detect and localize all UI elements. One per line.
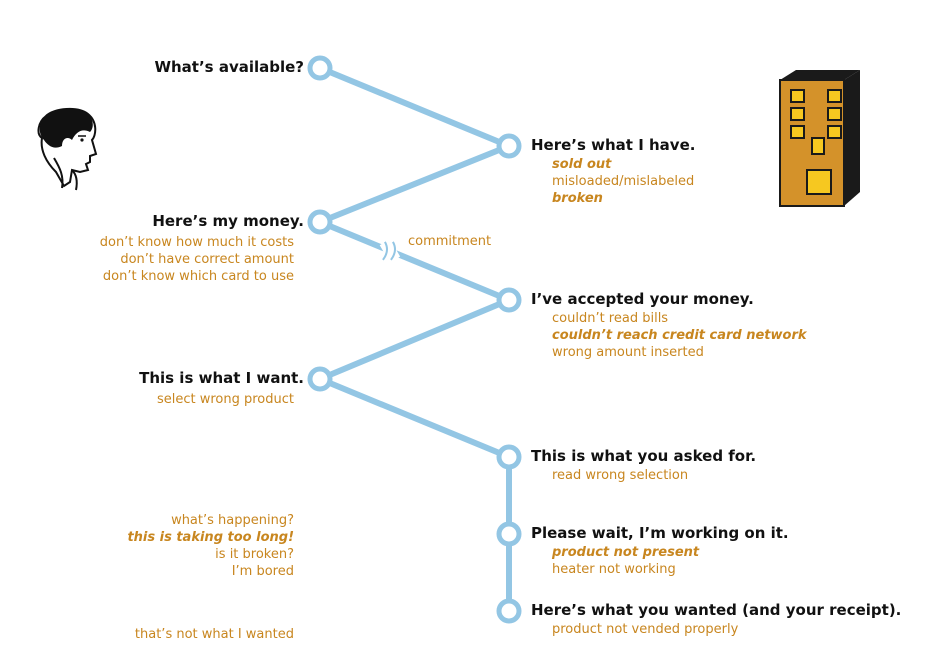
step-message: Here’s my money. [152,212,304,230]
waiting-note: I’m bored [231,564,294,579]
step-failure-note: heater not working [552,562,676,577]
waiting-note: this is taking too long! [127,530,294,545]
step-failure-note: don’t know which card to use [102,269,294,284]
final-customer-note: that’s not what I wanted [134,627,294,642]
step-node-1 [307,55,333,81]
step-failure-note: sold out [552,157,612,172]
waiting-note: what’s happening? [171,513,294,528]
step-failure-note: select wrong product [156,392,294,407]
step-node-4 [496,287,522,313]
exchange-connector [317,219,512,303]
commitment-label: commitment [408,234,492,249]
step-message: Here’s what you wanted (and your receipt… [531,601,902,619]
step-message: This is what you asked for. [531,447,757,465]
step-failure-note: read wrong selection [552,468,689,483]
commitment-break-mark [379,239,401,263]
step-node-7 [496,521,522,547]
step-failure-note: product not vended properly [552,622,739,637]
exchange-connector [317,376,512,460]
step-failure-note: don’t know how much it costs [99,235,294,250]
exchange-connector [317,65,512,149]
step-message: Please wait, I’m working on it. [531,524,789,542]
step-node-2 [496,133,522,159]
person-head-profile-icon [37,108,98,191]
step-failure-note: don’t have correct amount [120,252,294,267]
step-failure-note: wrong amount inserted [552,345,704,360]
step-failure-note: product not present [552,545,700,560]
step-message: I’ve accepted your money. [531,290,754,308]
step-failure-note: couldn’t read bills [552,311,669,326]
step-message: This is what I want. [139,369,304,387]
exchange-connector [317,297,512,382]
exchange-connector [317,143,512,225]
step-failure-note: misloaded/mislabeled [552,174,695,189]
step-node-8 [496,598,522,624]
vending-machine-building-icon [779,70,860,207]
step-message: What’s available? [154,58,304,76]
step-node-3 [307,209,333,235]
step-failure-note: couldn’t reach credit card network [552,328,807,343]
step-node-6 [496,444,522,470]
step-failure-note: broken [552,191,603,206]
waiting-note: is it broken? [215,547,294,562]
step-message: Here’s what I have. [531,136,696,154]
step-node-5 [307,366,333,392]
